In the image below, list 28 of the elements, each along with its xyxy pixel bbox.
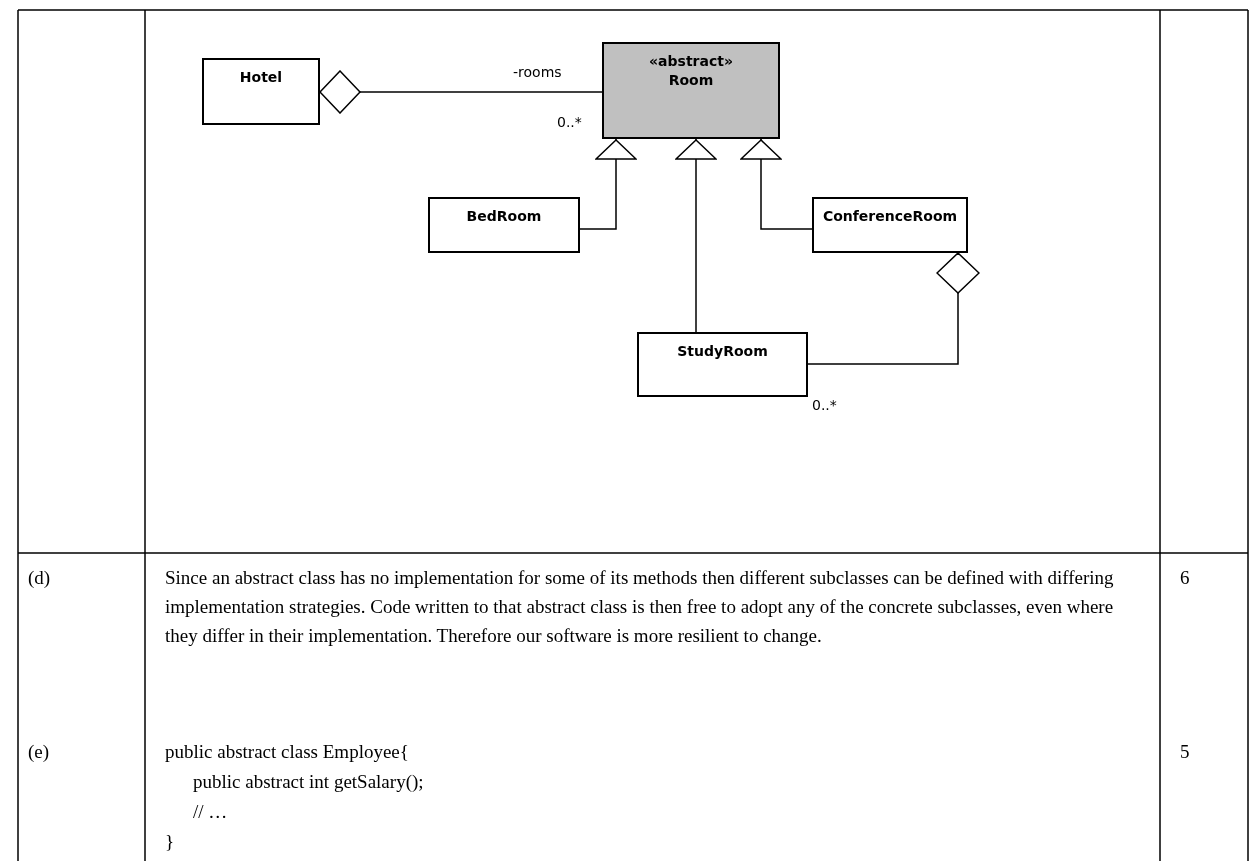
class-name: ConferenceRoom — [822, 207, 958, 226]
row-label: (d) — [28, 566, 51, 590]
answer-text: Since an abstract class has no implementation for some of its methods then different subclasses can be defined with differing implementation strategies. Code written to that abstract class is then free to adopt any of the concrete subclasses, even where they differ in their implementation. Therefore our software is more resilient to change. — [165, 566, 1115, 648]
code-line: } — [165, 830, 175, 854]
generalization-arrow — [740, 138, 813, 230]
generalization-arrow — [579, 138, 637, 230]
class-box — [812, 197, 968, 253]
row-label: (e) — [28, 740, 50, 764]
aggregation-connector — [319, 70, 603, 114]
abstract-class-box — [602, 42, 780, 139]
multiplicity-label: 0..* — [812, 397, 837, 413]
class-name: Room — [668, 71, 714, 90]
mark-value: 5 — [1180, 740, 1190, 764]
class-box — [428, 197, 580, 253]
stereotype-label: «abstract» — [649, 52, 733, 71]
role-label: -rooms — [513, 64, 562, 80]
code-line: public abstract class Employee{ — [165, 740, 409, 764]
class-box — [637, 332, 808, 397]
class-box — [202, 58, 320, 125]
class-name: BedRoom — [466, 207, 542, 226]
multiplicity-label: 0..* — [557, 114, 582, 130]
mark-value: 6 — [1180, 566, 1190, 590]
generalization-arrow — [675, 138, 717, 333]
class-name: Hotel — [239, 68, 283, 87]
code-line: public abstract int getSalary(); — [193, 770, 424, 794]
aggregation-connector — [807, 252, 980, 365]
class-name: StudyRoom — [677, 342, 768, 361]
code-line: // … — [193, 800, 228, 824]
